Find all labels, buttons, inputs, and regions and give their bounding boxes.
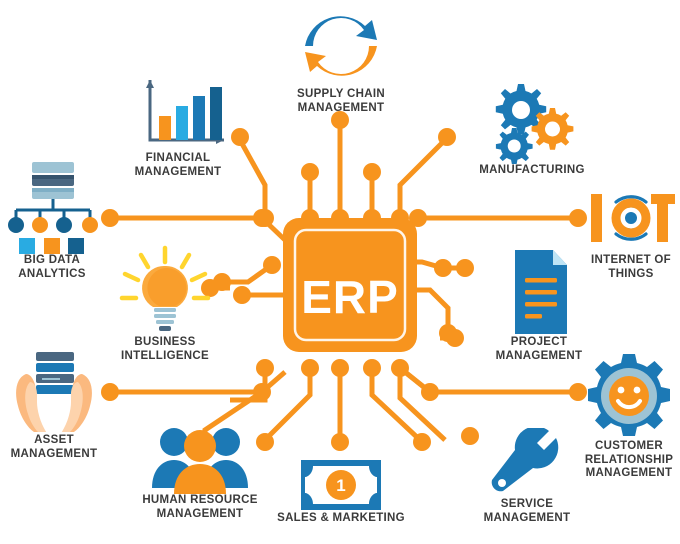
- node-internet-of-things[interactable]: INTERNET OF THINGS: [582, 182, 680, 281]
- erp-chip-graphic: ERP: [283, 218, 417, 352]
- node-service-management[interactable]: SERVICE MANAGEMENT: [456, 428, 598, 525]
- node-label: BUSINESS INTELLIGENCE: [121, 336, 209, 362]
- node-business-intelligence[interactable]: BUSINESS INTELLIGENCE: [98, 244, 232, 363]
- lightbulb-icon: [119, 245, 211, 331]
- refresh-cycle-arrows-icon: [305, 16, 377, 76]
- node-label: SERVICE MANAGEMENT: [483, 498, 571, 524]
- banknote-badge: 1: [336, 476, 345, 495]
- node-manufacturing[interactable]: MANUFACTURING: [458, 78, 606, 178]
- node-label: CUSTOMER RELATIONSHIP MANAGEMENT: [584, 440, 674, 479]
- hands-holding-database-icon: [16, 352, 92, 432]
- node-label: INTERNET OF THINGS: [591, 254, 671, 280]
- gear-smiley-icon: [588, 354, 670, 436]
- node-label: ASSET MANAGEMENT: [10, 434, 98, 460]
- erp-chip-label: ERP: [301, 271, 399, 323]
- node-sales-marketing[interactable]: 1 SALES & MARKETING: [272, 458, 410, 526]
- node-big-data-analytics[interactable]: BIG DATA ANALYTICS: [0, 158, 104, 281]
- banknote-icon: 1: [301, 460, 381, 510]
- node-label: MANUFACTURING: [479, 164, 585, 176]
- node-label: SUPPLY CHAIN MANAGEMENT: [297, 88, 385, 114]
- people-group-icon: [152, 428, 248, 494]
- gears-icon: [495, 84, 574, 164]
- node-label: BIG DATA ANALYTICS: [18, 254, 86, 280]
- bar-chart-icon: [146, 80, 224, 144]
- trace-manufacturing: [397, 138, 447, 222]
- trace-service-diag: [397, 368, 447, 442]
- iot-signal-icon: [591, 194, 675, 242]
- database-network-icon: [8, 162, 98, 254]
- node-label: PROJECT MANAGEMENT: [495, 336, 583, 362]
- wrench-icon: [491, 428, 559, 492]
- node-label: FINANCIAL MANAGEMENT: [134, 152, 222, 178]
- node-label: HUMAN RESOURCE MANAGEMENT: [142, 494, 258, 520]
- node-financial-management[interactable]: FINANCIAL MANAGEMENT: [112, 76, 244, 179]
- node-customer-relationship-management[interactable]: CUSTOMER RELATIONSHIP MANAGEMENT: [578, 352, 680, 481]
- node-human-resource-management[interactable]: HUMAN RESOURCE MANAGEMENT: [118, 422, 282, 521]
- node-label: SALES & MARKETING: [277, 512, 405, 524]
- node-supply-chain-management[interactable]: SUPPLY CHAIN MANAGEMENT: [273, 2, 409, 115]
- document-icon: [515, 250, 567, 334]
- node-project-management[interactable]: PROJECT MANAGEMENT: [470, 248, 608, 363]
- node-asset-management[interactable]: ASSET MANAGEMENT: [0, 348, 108, 461]
